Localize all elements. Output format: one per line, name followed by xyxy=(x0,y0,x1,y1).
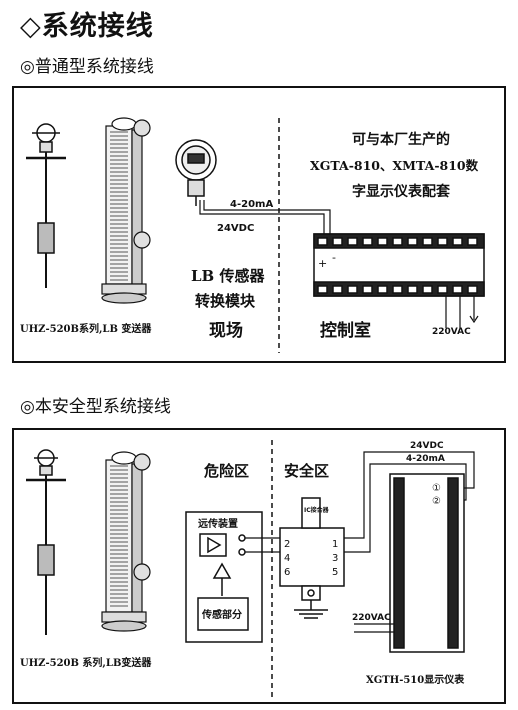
terminal-circle-1: ① xyxy=(432,483,441,494)
terminal-block xyxy=(377,285,388,294)
terminal-block xyxy=(317,237,328,246)
model-label: UHZ-520B系列,LB 变送器 xyxy=(20,322,152,335)
terminal-left-0: 2 xyxy=(284,539,290,550)
standard-wiring-svg: 4-20mA 24VDC + - 220VAC 可与本厂生产的 XGTA-810… xyxy=(20,117,485,353)
terminal-block xyxy=(392,285,403,294)
safe-area-label: 安全区 xyxy=(284,462,329,480)
terminal-block xyxy=(347,285,358,294)
dc-label-2: 24VDC xyxy=(410,441,444,451)
terminal-block xyxy=(437,237,448,246)
level-gauge xyxy=(101,117,151,304)
terminal-block xyxy=(377,237,388,246)
display-instrument xyxy=(313,233,485,297)
hazard-area-label: 危险区 xyxy=(204,462,249,480)
transmitter-probe xyxy=(26,123,66,288)
sensor-label-1: LB 传感器 xyxy=(191,267,265,285)
terminal-block xyxy=(422,237,433,246)
minus-sign: - xyxy=(332,251,336,264)
transmitter-probe-2 xyxy=(26,449,66,635)
remote-device-label: 远传装置 xyxy=(198,517,238,530)
remote-device-box xyxy=(185,511,263,643)
sensor-head xyxy=(175,139,217,206)
terminal-block xyxy=(467,237,478,246)
model-label-2: UHZ-520B 系列,LB变送器 xyxy=(20,656,152,669)
terminal-block xyxy=(347,237,358,246)
sensor-part-label: 传感部分 xyxy=(201,608,242,621)
terminal-block xyxy=(437,285,448,294)
power-wires xyxy=(445,296,479,328)
section-heading-intrinsic-safe: ◎本安全型系统接线 xyxy=(20,397,171,417)
ac-label: 220VAC xyxy=(432,327,471,337)
terminal-right-0: 1 xyxy=(332,539,338,550)
current-label: 4-20mA xyxy=(230,199,273,210)
terminal-right-1: 3 xyxy=(332,553,338,564)
current-label-2: 4-20mA xyxy=(406,454,445,464)
terminal-block xyxy=(392,237,403,246)
safety-barrier xyxy=(279,497,345,619)
terminal-block xyxy=(452,237,463,246)
terminal-block xyxy=(422,285,433,294)
terminal-block xyxy=(452,285,463,294)
terminal-block xyxy=(332,285,343,294)
terminal-block xyxy=(317,285,328,294)
terminal-block xyxy=(407,285,418,294)
plus-sign: + xyxy=(318,257,327,270)
intrinsic-safe-wiring-diagram: 远传装置 传感部分 危险区 安全区 IC接合器 2 4 6 1 3 5 24VD… xyxy=(12,428,506,704)
level-gauge-2 xyxy=(101,451,151,632)
terminal-block xyxy=(407,237,418,246)
field-label: 现场 xyxy=(209,321,243,341)
terminal-circle-2: ② xyxy=(432,496,441,507)
display-label: XGTH-510显示仪表 xyxy=(366,673,465,686)
terminal-right-2: 5 xyxy=(332,567,338,578)
page-title: ◇系统接线 xyxy=(20,11,154,42)
display-instrument-2 xyxy=(389,473,465,653)
barrier-label: IC接合器 xyxy=(304,506,330,514)
terminal-block xyxy=(362,237,373,246)
power-wires-2 xyxy=(354,623,394,633)
note-line-3: 字显示仪表配套 xyxy=(352,183,450,200)
terminal-block xyxy=(362,285,373,294)
standard-wiring-diagram: 4-20mA 24VDC + - 220VAC 可与本厂生产的 XGTA-810… xyxy=(12,86,506,363)
note-line-2: XGTA-810、XMTA-810数 xyxy=(310,158,479,173)
terminal-block xyxy=(467,285,478,294)
note-line-1: 可与本厂生产的 xyxy=(352,131,450,148)
sensor-label-2: 转换模块 xyxy=(195,292,256,310)
ac-label-2: 220VAC xyxy=(352,613,391,623)
signal-wires xyxy=(199,118,331,353)
dc-label: 24VDC xyxy=(217,223,254,234)
control-room-label: 控制室 xyxy=(320,320,371,341)
intrinsic-safe-wiring-svg: 远传装置 传感部分 危险区 安全区 IC接合器 2 4 6 1 3 5 24VD… xyxy=(20,440,475,698)
terminal-left-1: 4 xyxy=(284,553,290,564)
section-heading-standard: ◎普通型系统接线 xyxy=(20,57,154,77)
terminal-left-2: 6 xyxy=(284,567,290,578)
terminal-block xyxy=(332,237,343,246)
